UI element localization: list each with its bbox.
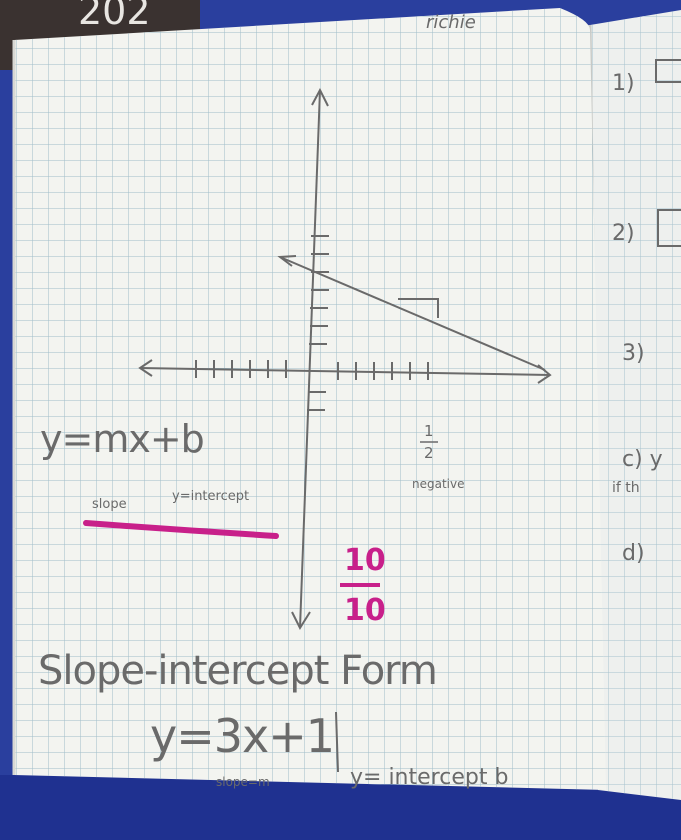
right-box-2 [657,209,681,247]
graphed-line-arrow [277,255,297,267]
negative-label: negative [412,477,464,491]
score-numerator: 10 [344,543,386,578]
right-item-1: 1) [612,71,635,96]
slope-triangle [398,298,439,318]
right-item-d: d) [622,541,645,566]
example-intercept-label: y= intercept b [350,765,508,790]
slope-formula: y=mx+b [40,417,204,461]
example-equation: y=3x+1 [150,709,334,763]
right-item-c: c) y [622,447,663,472]
score-denominator: 10 [344,593,386,628]
x-axis [139,367,551,376]
right-item-2: 2) [612,221,635,246]
y-axis-arrow-down [291,611,311,631]
left-page [12,8,606,790]
x-axis-arrow-left [138,359,153,377]
intercept-pointer [335,711,339,773]
pink-underline [83,520,279,539]
x-axis-ticks [195,360,429,380]
fraction-numerator: 1 [424,422,434,440]
graphed-line [279,256,546,371]
right-item-3: 3) [622,341,645,366]
y-axis-arrow-up [311,87,329,107]
y-intercept-label: y=intercept [172,489,249,504]
cover-print-text: 202 [78,0,151,33]
right-box-1 [655,59,681,83]
coordinate-axes [138,87,552,631]
slope-label: slope [92,497,127,512]
example-slope-label: slope=m [216,775,270,789]
y-axis [299,89,321,629]
fraction-denominator: 2 [424,444,434,462]
right-item-if: if th [612,480,640,496]
form-heading: Slope-intercept Form [38,648,437,694]
author-name: richie [426,12,476,33]
